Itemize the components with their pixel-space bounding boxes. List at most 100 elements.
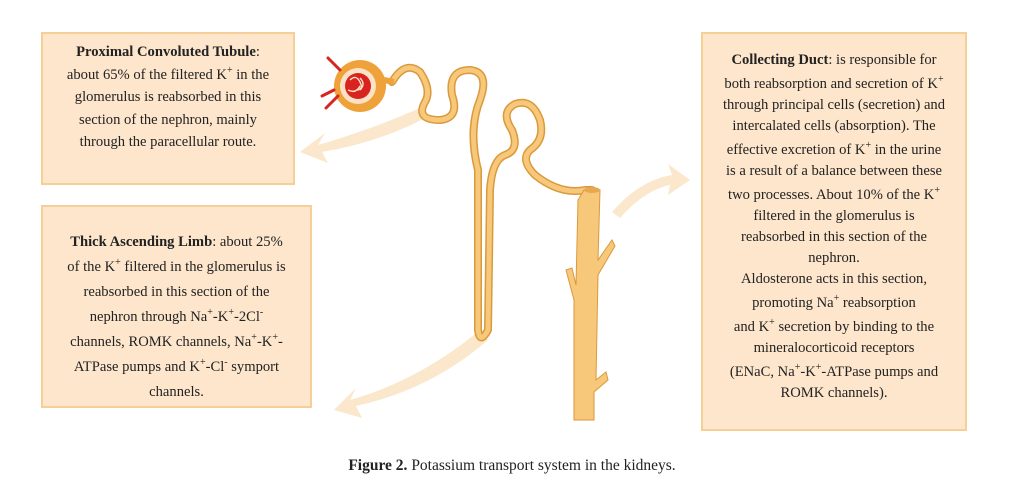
collecting-duct xyxy=(565,187,616,421)
text-line: Proximal Convoluted Tubule: xyxy=(43,41,293,64)
text-line: mineralocorticoid receptors xyxy=(703,338,965,359)
superscript: + xyxy=(272,332,278,343)
text-line: through principal cells (secretion) and xyxy=(703,95,965,116)
text-line: both reabsorption and secretion of K+ xyxy=(703,74,965,95)
text-line: nephron through Na+-K+-2Cl- xyxy=(43,305,310,330)
text-line: reabsorbed in this section of the xyxy=(703,227,965,248)
section-title: Collecting Duct xyxy=(731,52,829,68)
text-segment: -K xyxy=(800,364,816,380)
text-line: nephron. xyxy=(703,248,965,269)
text-segment: through the paracellular route. xyxy=(79,134,257,150)
superscript: - xyxy=(259,307,264,318)
superscript: + xyxy=(934,185,940,196)
text-line: Aldosterone acts in this section, xyxy=(703,269,965,290)
arrow-to-cd xyxy=(612,164,690,218)
text-segment: promoting Na xyxy=(752,295,834,311)
text-line: channels. xyxy=(43,380,310,405)
superscript: + xyxy=(815,362,822,373)
text-segment: Aldosterone acts in this section, xyxy=(740,271,928,287)
superscript: + xyxy=(794,362,801,373)
text-line: ATPase pumps and K+-Cl- symport xyxy=(43,355,310,380)
text-segment: effective excretion of K xyxy=(726,142,866,158)
text-segment: : about 25% xyxy=(212,234,283,250)
text-segment: -ATPase pumps and xyxy=(821,364,939,380)
caption-label: Figure 2. xyxy=(348,457,408,474)
text-segment: -K xyxy=(256,334,273,350)
arrow-to-pct xyxy=(300,108,425,163)
glomerulus xyxy=(320,56,395,112)
superscript: + xyxy=(115,257,121,268)
figure-caption: Figure 2. Potassium transport system in … xyxy=(0,457,1024,475)
text-segment: glomerulus is reabsorbed in this xyxy=(74,89,262,105)
text-segment: reabsorbed in this section of the xyxy=(83,284,270,300)
text-segment: is a result of a balance between these xyxy=(726,163,942,179)
text-line: about 65% of the filtered K+ in the xyxy=(43,64,293,87)
text-line: section of the nephron, mainly xyxy=(43,109,293,132)
superscript: + xyxy=(199,357,206,368)
superscript: + xyxy=(865,140,872,151)
text-line: through the paracellular route. xyxy=(43,131,293,154)
collecting-duct-box: Collecting Duct: is responsible for both … xyxy=(701,32,967,431)
text-line: intercalated cells (absorption). The xyxy=(703,116,965,137)
text-line: Thick Ascending Limb: about 25% xyxy=(43,230,310,255)
text-line: reabsorbed in this section of the xyxy=(43,280,310,305)
text-line: Collecting Duct: is responsible for xyxy=(703,50,965,71)
text-segment: : xyxy=(255,44,260,60)
text-segment: section of the nephron, mainly xyxy=(79,111,257,128)
text-segment: and K xyxy=(733,319,770,335)
text-segment: : is responsible for xyxy=(828,52,937,68)
text-segment: -Cl xyxy=(205,359,225,375)
superscript: + xyxy=(228,307,234,318)
text-line: effective excretion of K+ in the urine xyxy=(703,140,965,161)
text-line: of the K+ filtered in the glomerulus is xyxy=(43,255,310,280)
text-segment: (ENaC, Na xyxy=(729,364,795,380)
text-segment: in the xyxy=(232,66,270,83)
text-segment: - xyxy=(277,334,283,350)
text-line: filtered in the glomerulus is xyxy=(703,206,965,227)
text-segment: -K xyxy=(212,309,229,325)
text-line: (ENaC, Na+-K+-ATPase pumps and xyxy=(703,362,965,383)
text-segment: nephron through Na xyxy=(89,309,208,325)
text-line: channels, ROMK channels, Na+-K+- xyxy=(43,330,310,355)
section-title: Thick Ascending Limb xyxy=(70,234,213,250)
superscript: + xyxy=(226,64,233,76)
text-line: is a result of a balance between these xyxy=(703,161,965,182)
superscript: + xyxy=(833,293,840,304)
text-line: two processes. About 10% of the K+ xyxy=(703,185,965,206)
text-segment: -2Cl xyxy=(233,309,260,325)
text-segment: filtered in the glomerulus is xyxy=(120,259,286,275)
text-segment: channels. xyxy=(149,384,204,400)
text-segment: mineralocorticoid receptors xyxy=(753,340,915,356)
text-segment: two processes. About 10% of the K xyxy=(728,187,935,203)
text-segment: ATPase pumps and K xyxy=(73,359,200,375)
text-line: promoting Na+ reabsorption xyxy=(703,293,965,314)
text-line: and K+ secretion by binding to the xyxy=(703,317,965,338)
superscript: + xyxy=(251,332,257,343)
text-segment: through principal cells (secretion) and xyxy=(722,97,946,113)
section-title: Proximal Convoluted Tubule xyxy=(76,44,256,60)
text-segment: channels, ROMK channels, Na xyxy=(70,334,252,350)
nephron-tubule xyxy=(388,63,596,342)
text-segment: nephron. xyxy=(808,250,860,266)
thick-ascending-limb-box: Thick Ascending Limb: about 25%of the K+… xyxy=(41,205,312,408)
text-segment: about 65% of the filtered K xyxy=(66,66,227,83)
superscript: + xyxy=(207,307,213,318)
arrow-to-tal xyxy=(334,330,488,418)
text-segment: secretion by binding to the xyxy=(774,319,935,335)
text-segment: filtered in the glomerulus is xyxy=(753,208,915,224)
text-segment: symport xyxy=(227,359,280,375)
text-line: glomerulus is reabsorbed in this xyxy=(43,86,293,109)
superscript: + xyxy=(937,74,944,85)
text-segment: in the urine xyxy=(871,142,942,158)
superscript: - xyxy=(224,357,228,368)
text-segment: reabsorbed in this section of the xyxy=(740,229,928,245)
text-segment: of the K xyxy=(67,259,116,275)
text-line: ROMK channels). xyxy=(703,383,965,404)
text-segment: intercalated cells (absorption). The xyxy=(732,118,936,134)
superscript: + xyxy=(769,317,775,328)
caption-text: Potassium transport system in the kidney… xyxy=(407,457,676,474)
text-segment: reabsorption xyxy=(839,295,916,311)
text-segment: both reabsorption and secretion of K xyxy=(724,76,938,92)
